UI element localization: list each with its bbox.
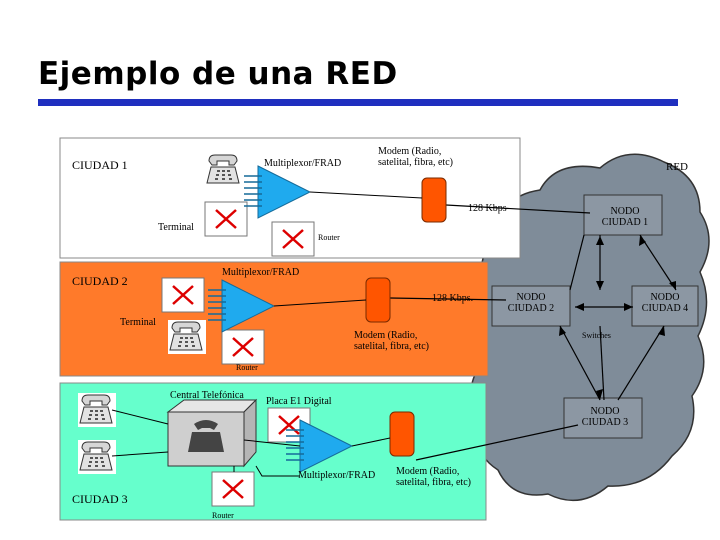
city2-router-label: Router (236, 363, 258, 372)
city2-modem-label: Modem (Radio, satelital, fibra, etc) (354, 330, 429, 352)
city1-speed-label: 128 Kbps (468, 203, 507, 214)
terminal-icon (203, 200, 249, 238)
city2-panel (59, 261, 489, 377)
city2-terminal-label: Terminal (120, 317, 156, 328)
terminal-icon (160, 276, 206, 314)
city2-name: CIUDAD 2 (72, 274, 128, 288)
telephone-icon (204, 152, 244, 188)
pbx-icon (166, 398, 258, 468)
city3-central-label: Central Telefónica (170, 390, 244, 401)
node-ciudad-4-label: NODO CIUDAD 4 (641, 292, 689, 314)
node-ciudad-2 (491, 285, 571, 327)
node-ciudad-3-label: NODO CIUDAD 3 (581, 406, 629, 428)
node-ciudad-3 (563, 397, 643, 439)
title-underline (38, 99, 678, 106)
router-icon (270, 220, 316, 258)
node-ciudad-1 (583, 194, 663, 236)
city3-panel (59, 382, 487, 521)
node-ciudad-4 (631, 285, 699, 327)
city1-modem-label: Modem (Radio, satelital, fibra, etc) (378, 146, 453, 168)
city1-name: CIUDAD 1 (72, 158, 128, 172)
page-title: Ejemplo de una RED (38, 56, 398, 92)
node-ciudad-1-label: NODO CIUDAD 1 (601, 206, 649, 228)
switches-label: Switches (582, 331, 611, 340)
city2-speed-label: 128 Kbps. (432, 293, 474, 304)
city1-router-label: Router (318, 233, 340, 242)
telephone-icon (77, 392, 117, 428)
node-ciudad-2-label: NODO CIUDAD 2 (507, 292, 555, 314)
city3-mux-label: Multiplexor/FRAD (298, 470, 376, 481)
city1-terminal-label: Terminal (158, 222, 194, 233)
city3-modem-label: Modem (Radio, satelital, fibra, etc) (396, 466, 471, 488)
modem-icon (421, 177, 447, 223)
city2-mux-label: Multiplexor/FRAD (222, 267, 300, 278)
city3-router-label: Router (212, 511, 234, 520)
modem-icon (389, 411, 415, 457)
city3-e1-label: Placa E1 Digital (266, 396, 332, 407)
router-icon (220, 328, 266, 366)
city1-mux-label: Multiplexor/FRAD (264, 158, 342, 169)
city3-name: CIUDAD 3 (72, 492, 128, 506)
modem-icon (365, 277, 391, 323)
router-icon (210, 470, 256, 508)
telephone-icon (77, 439, 117, 475)
telephone-icon (167, 319, 207, 355)
network-links (389, 204, 677, 461)
network-label: RED (666, 161, 688, 173)
